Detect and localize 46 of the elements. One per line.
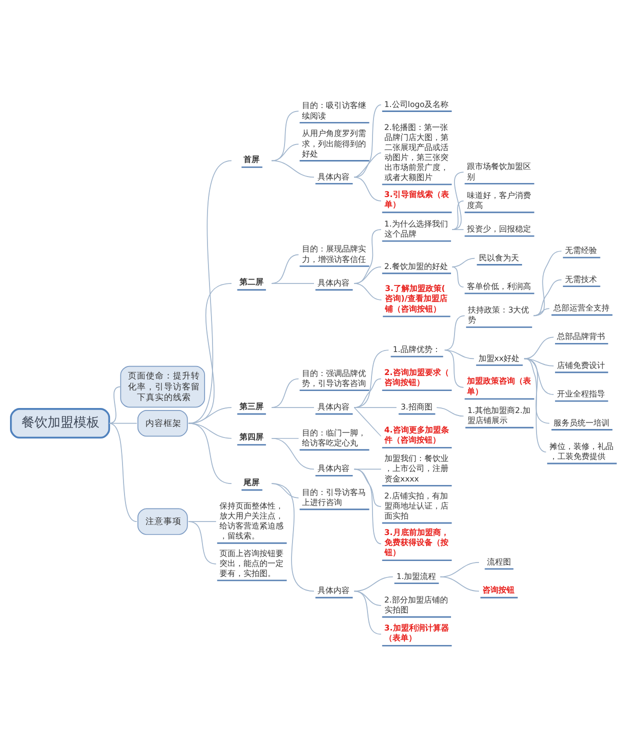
connector [271, 254, 299, 284]
connector [354, 104, 382, 178]
connector [533, 250, 562, 316]
connector [271, 110, 299, 161]
connector [354, 266, 382, 284]
connector [524, 336, 554, 359]
connector [188, 160, 232, 424]
connector [452, 228, 464, 230]
connector [452, 200, 464, 230]
node-box: 注意事项 [137, 508, 188, 534]
connector [354, 576, 394, 592]
connector [271, 437, 314, 470]
connector [188, 520, 216, 522]
connector [440, 576, 480, 592]
node-box: 内容框架 [137, 409, 188, 436]
connector [188, 520, 216, 564]
connector [452, 171, 464, 230]
connector [271, 160, 314, 178]
connector [108, 386, 122, 424]
connector [271, 482, 314, 592]
connector [533, 308, 550, 316]
node-box: 页面使命：提升转化率，引导访客留下真实的线索 [120, 365, 206, 408]
connector [533, 278, 562, 316]
connector [354, 406, 397, 408]
connector [108, 422, 138, 522]
connector [524, 358, 546, 452]
connector [271, 143, 299, 161]
connector [271, 406, 314, 408]
connector [452, 257, 476, 267]
connector [188, 282, 232, 424]
connector [444, 349, 464, 388]
connector [452, 266, 464, 287]
connector [354, 468, 382, 544]
connector [188, 422, 232, 484]
connector [354, 152, 382, 178]
connector [271, 282, 314, 284]
connector [354, 282, 382, 300]
connector [444, 314, 466, 350]
node-box: 餐饮加盟模板 [10, 408, 110, 438]
connector [354, 176, 382, 201]
connector [354, 228, 382, 284]
connector [354, 590, 382, 634]
connector [108, 422, 138, 424]
connector [354, 406, 382, 436]
connector [188, 406, 232, 424]
connector [436, 406, 464, 416]
